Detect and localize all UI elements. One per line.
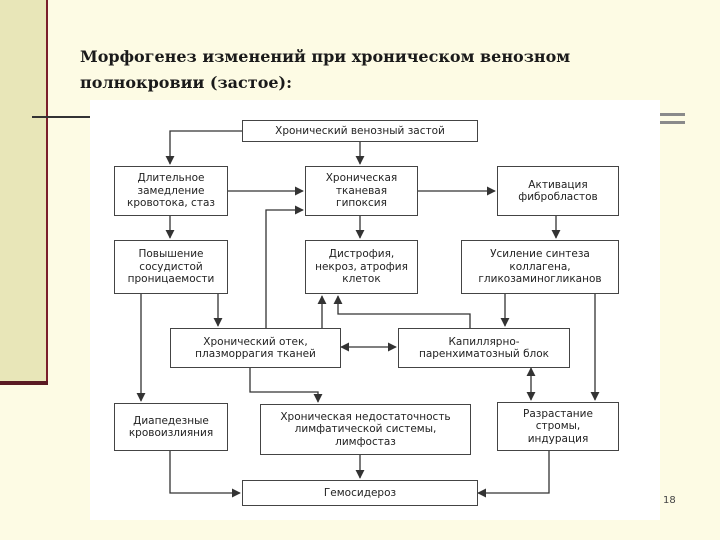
box-chronic-edema-line-2: плазморрагия тканей [195,348,316,360]
title-line-2: полнокровии (застое): [80,73,293,92]
box-collagen-synthesis-line-3: гликозаминогликанов [478,273,602,286]
box-chronic-venous-stasis: Хронический венозный застой [242,120,478,142]
box-lymphatic-insufficiency-line-2: лимфатической системы, [294,423,437,436]
box-stroma-growth-line-2: стромы, [535,420,581,433]
box-hemosiderosis-line-1: Гемосидероз [323,486,397,499]
box-hemosiderosis: Гемосидероз [242,480,478,506]
title-underline-right-2 [655,121,685,124]
slide-title: Морфогенез изменений при хроническом вен… [80,44,640,96]
box-fibroblast-activation-line-1: Активация [528,178,588,191]
box-dystrophy: Дистрофия, некроз, атрофия клеток [305,240,418,294]
box-chronic-venous-stasis-line-1: Хронический венозный застой [275,124,445,137]
box-diapedetic-hemorrhage-line-2: кровоизлияния [128,427,214,439]
box-prolonged-slowdown-line-2: замедление [137,184,205,197]
box-capillary-block-line-2: паренхиматозный блок [418,348,550,360]
box-fibroblast-activation-line-2: фибробластов [518,191,598,203]
arrow-diapedesis-to-hemosiderosis [169,451,241,498]
arrow-edema-to-hypoxia [265,205,304,328]
box-collagen-synthesis-line-1: Усиление синтеза [490,248,590,261]
box-capillary-block-line-1: Капиллярно- [448,335,520,348]
box-tissue-hypoxia-line-2: тканевая [335,184,388,197]
left-decor-line [46,0,48,382]
box-lymphatic-insufficiency: Хроническая недостаточность лимфатическо… [260,404,471,455]
box-dystrophy-line-1: Дистрофия, [328,248,395,261]
box-collagen-synthesis: Усиление синтеза коллагена, гликозаминог… [461,240,619,294]
box-lymphatic-insufficiency-line-1: Хроническая недостаточность [280,410,451,423]
box-stroma-growth-line-3: индурация [527,432,589,445]
box-tissue-hypoxia: Хроническая тканевая гипоксия [305,166,418,216]
arrow-capillary-to-dystrophy [333,295,471,328]
title-line-1: Морфогенез изменений при хроническом вен… [80,47,571,66]
box-stroma-growth: Разрастание стромы, индурация [497,402,619,451]
page-number: 18 [663,495,676,506]
box-tissue-hypoxia-line-3: гипоксия [336,197,387,210]
title-underline-right-1 [655,113,685,116]
box-capillary-block: Капиллярно- паренхиматозный блок [398,328,570,368]
box-collagen-synthesis-line-2: коллагена, [509,260,571,273]
arrow-stroma-to-hemosiderosis [477,451,550,498]
box-vascular-permeability-line-3: проницаемости [127,273,215,286]
box-vascular-permeability-line-1: Повышение [138,248,204,261]
box-chronic-edema-line-1: Хронический отек, [203,335,308,348]
box-stroma-growth-line-1: Разрастание [523,407,593,420]
box-dystrophy-line-3: клеток [342,273,381,286]
box-fibroblast-activation: Активация фибробластов [497,166,619,216]
box-prolonged-slowdown: Длительное замедление кровотока, стаз [114,166,228,216]
box-vascular-permeability: Повышение сосудистой проницаемости [114,240,228,294]
left-decor-bar [0,0,46,382]
box-prolonged-slowdown-line-1: Длительное [137,172,205,185]
box-prolonged-slowdown-line-3: кровотока, стаз [127,197,215,210]
box-chronic-edema: Хронический отек, плазморрагия тканей [170,328,341,368]
box-vascular-permeability-line-2: сосудистой [139,260,203,273]
box-dystrophy-line-2: некроз, атрофия [315,260,408,273]
title-underline-left [32,116,90,118]
box-tissue-hypoxia-line-1: Хроническая [325,172,398,185]
left-decor-rule [0,381,48,385]
arrow-top-to-slowdown [165,130,242,165]
box-lymphatic-insufficiency-line-3: лимфостаз [335,435,396,448]
box-diapedetic-hemorrhage: Диапедезные кровоизлияния [114,403,228,451]
box-diapedetic-hemorrhage-line-1: Диапедезные [133,414,209,427]
arrow-edema-to-lymph [249,368,323,403]
